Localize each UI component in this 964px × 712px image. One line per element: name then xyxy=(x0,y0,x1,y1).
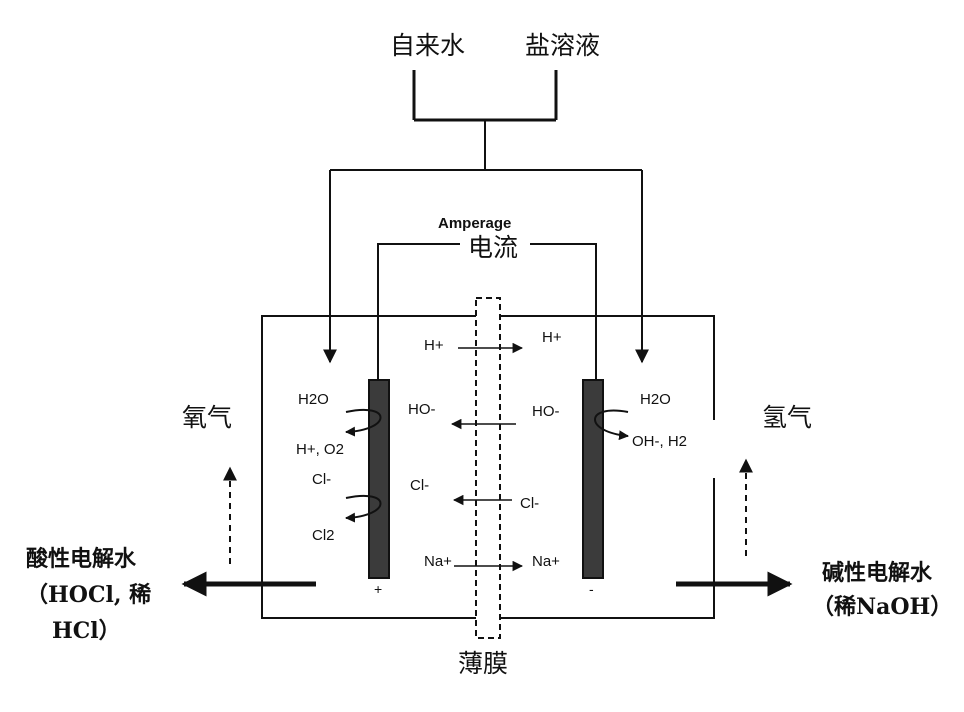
anode-sign: + xyxy=(374,581,382,597)
anode-h2o: H2O xyxy=(298,391,329,408)
feed-pipes xyxy=(323,70,649,364)
cathode-electrode xyxy=(582,379,604,579)
ion-ho-minus-right: HO- xyxy=(532,403,560,420)
cathode-sign: - xyxy=(589,581,594,597)
anode-cl-minus: Cl- xyxy=(312,471,331,488)
current-wires xyxy=(377,243,597,380)
salt-solution-label: 盐溶液 xyxy=(525,31,600,60)
ion-cl-minus-right: Cl- xyxy=(520,495,539,512)
amperage-label: Amperage xyxy=(438,215,511,232)
acidic-formula-line1: （HOCl, 稀 xyxy=(26,582,151,608)
ion-cl-minus-left: Cl- xyxy=(410,477,429,494)
cathode-h2o: H2O xyxy=(640,391,671,408)
anode-reaction-arrow-2 xyxy=(345,494,382,523)
ion-h-plus-left: H+ xyxy=(424,337,444,354)
cathode-reaction-arrow xyxy=(594,409,629,441)
current-label: 电流 xyxy=(468,233,518,262)
alkaline-water-label: 碱性电解水 xyxy=(822,560,933,586)
ion-na-plus-left: Na+ xyxy=(424,553,452,570)
membrane-label: 薄膜 xyxy=(458,649,508,678)
membrane xyxy=(475,297,501,639)
cathode-oh-h2: OH-, H2 xyxy=(632,433,687,450)
alkaline-formula: （稀NaOH） xyxy=(812,594,952,620)
anode-reaction-arrow-1 xyxy=(345,408,382,437)
acidic-formula-line2: HCl） xyxy=(52,618,121,644)
electrolytic-cell xyxy=(261,315,715,619)
oxygen-label: 氧气 xyxy=(182,403,232,432)
anode-cl2: Cl2 xyxy=(312,527,335,544)
tap-water-label: 自来水 xyxy=(390,31,465,60)
ion-na-plus-right: Na+ xyxy=(532,553,560,570)
anode-electrode xyxy=(368,379,390,579)
ion-ho-minus-left: HO- xyxy=(408,401,436,418)
anode-h-o2: H+, O2 xyxy=(296,441,344,458)
acidic-water-label: 酸性电解水 xyxy=(26,546,137,572)
ion-h-plus-right: H+ xyxy=(542,329,562,346)
hydrogen-label: 氢气 xyxy=(762,403,812,432)
